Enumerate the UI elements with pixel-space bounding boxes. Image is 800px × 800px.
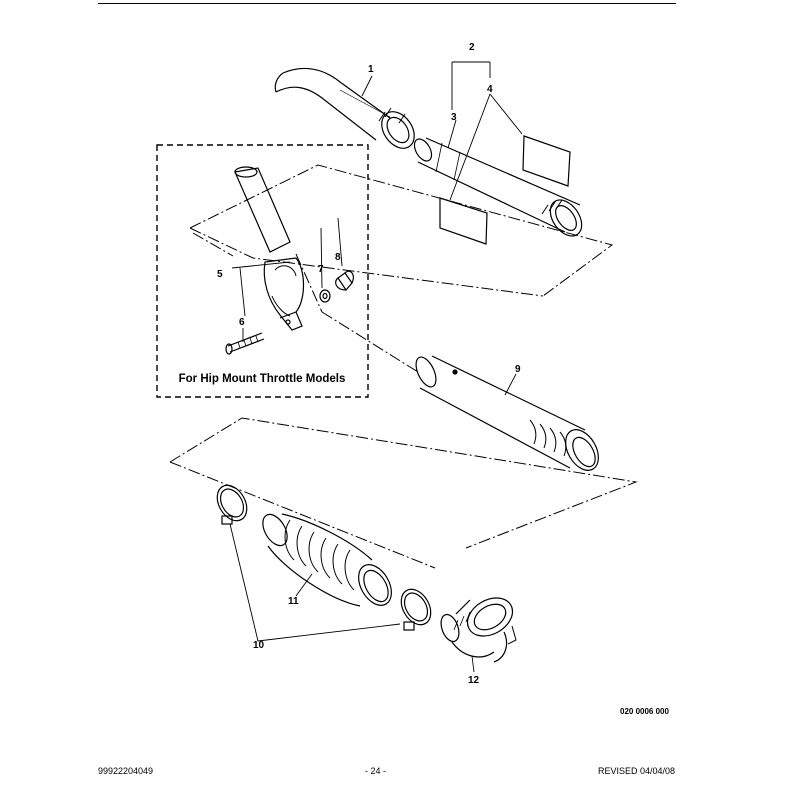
drawing-number: 020 0006 000	[620, 707, 669, 716]
callout-11: 11	[288, 596, 299, 607]
part-5-throttle-bracket	[234, 166, 305, 331]
header-rule	[98, 3, 676, 4]
footer-revision: REVISED 04/04/08	[598, 766, 676, 776]
part-8-wing-nut	[335, 270, 354, 291]
callout-5: 5	[217, 269, 223, 280]
part-10-clamp-lower	[400, 588, 432, 631]
leader-lines	[229, 61, 523, 673]
callout-4: 4	[487, 84, 493, 95]
lower-reference-plane	[169, 417, 638, 569]
callout-3: 3	[451, 112, 457, 123]
callout-12: 12	[468, 675, 480, 686]
inset-to-nozzle-line	[321, 311, 419, 373]
upper-reference-plane	[189, 164, 614, 297]
part-12-elbow-fitting	[440, 597, 517, 663]
part-10-clamp-upper	[216, 484, 248, 525]
callout-9: 9	[515, 364, 521, 375]
callout-2: 2	[469, 42, 475, 53]
footer-part-number: 99922204049	[98, 766, 154, 776]
part-3-straight-tube	[413, 137, 583, 237]
part-9-nozzle-tube	[415, 355, 599, 471]
callout-numbers: 1 2 3 4 5 6 7 8 9 10 11 12	[217, 42, 521, 686]
callout-8: 8	[335, 252, 341, 263]
part-6-screw	[225, 332, 265, 355]
inset-reference-plane	[192, 232, 323, 313]
inset-caption: For Hip Mount Throttle Models	[178, 373, 346, 385]
part-4-decal-left	[439, 197, 488, 245]
hip-mount-inset-box	[156, 144, 369, 398]
callout-6: 6	[239, 317, 245, 328]
callout-10: 10	[253, 640, 265, 651]
part-7-washer	[319, 289, 331, 303]
part-1-curved-tube	[274, 67, 415, 149]
part-4-decal-right	[522, 135, 571, 187]
footer-page-number: - 24 -	[365, 766, 387, 776]
callout-1: 1	[368, 64, 374, 75]
callout-7: 7	[318, 264, 324, 275]
part-11-flex-hose	[262, 513, 392, 607]
